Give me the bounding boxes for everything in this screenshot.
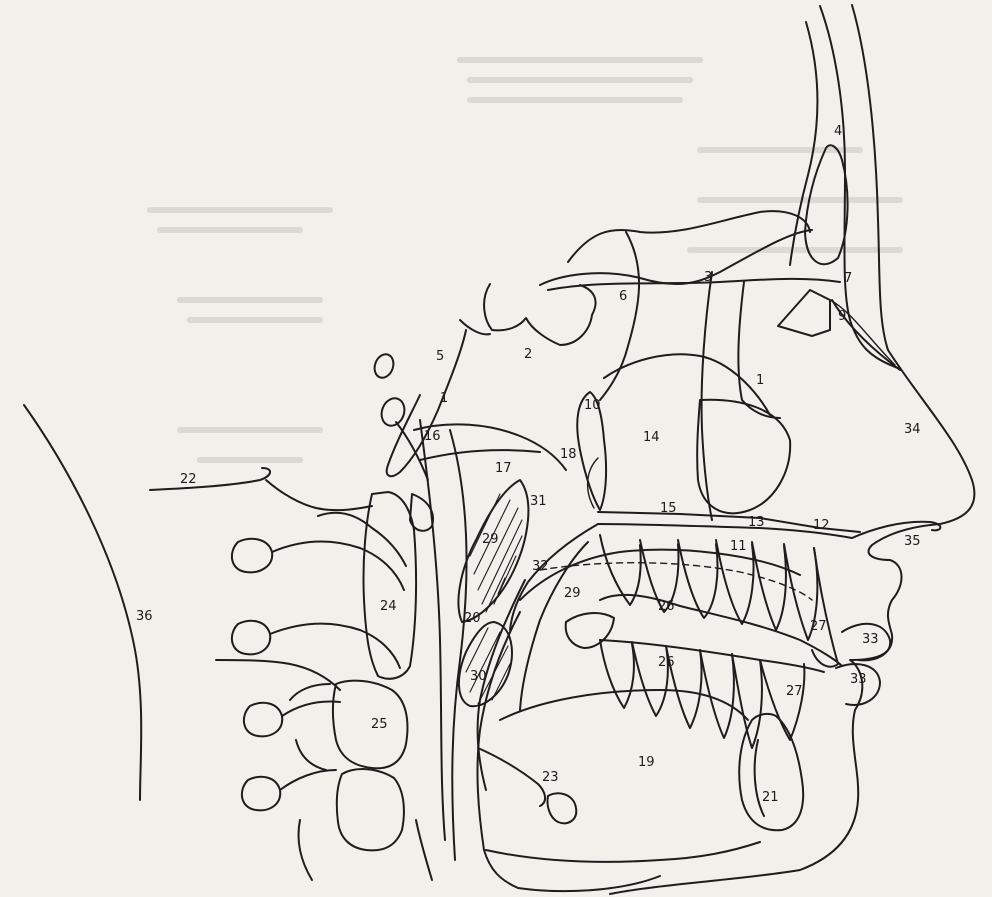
soft-tissue-profile <box>610 5 974 894</box>
frontal-bone-contour <box>790 22 818 265</box>
soft-tissue-forehead-inner <box>820 6 898 368</box>
label-3: 3 <box>704 270 712 285</box>
posterior-pharyngeal-wall <box>420 420 445 840</box>
label-27-lower: 27 <box>786 684 803 699</box>
label-19: 19 <box>638 755 655 770</box>
label-27-upper: 27 <box>810 619 827 634</box>
label-16: 16 <box>424 429 441 444</box>
sphenoid-sinus-outline <box>484 284 596 345</box>
adenoid-hatching <box>470 494 522 612</box>
background-bleed-through <box>150 60 900 460</box>
label-9: 9 <box>838 309 846 324</box>
label-34: 34 <box>904 422 921 437</box>
nasal-bone <box>778 290 830 336</box>
label-7: 7 <box>844 271 852 286</box>
orbit-lateral-line <box>702 272 712 520</box>
label-31: 31 <box>530 494 547 509</box>
label-33-lower: 33 <box>850 672 867 687</box>
hyoid-body <box>547 793 576 823</box>
label-35: 35 <box>904 534 921 549</box>
label-12: 12 <box>813 518 830 533</box>
label-30: 30 <box>470 669 487 684</box>
anterior-nasal-spine <box>852 522 940 538</box>
label-2: 2 <box>524 347 532 362</box>
anterior-cranial-base <box>540 230 812 285</box>
label-10: 10 <box>584 398 601 413</box>
mandible-lower-border <box>486 842 760 862</box>
label-26-lower: 26 <box>658 655 675 670</box>
hyoid-bone <box>478 748 545 806</box>
label-6: 6 <box>619 289 627 304</box>
mandibular-canal <box>500 690 748 720</box>
greater-wing-sphenoid <box>600 232 639 400</box>
label-14: 14 <box>643 430 660 445</box>
label-4: 4 <box>834 124 842 139</box>
label-25: 25 <box>371 717 388 732</box>
label-13: 13 <box>748 515 765 530</box>
planum-sphenoidale <box>568 211 810 262</box>
anatomical-labels: 1 1 2 3 4 5 6 7 9 10 11 12 13 14 15 16 1… <box>136 124 921 805</box>
zygoma-outline <box>697 400 790 513</box>
label-33-upper: 33 <box>862 632 879 647</box>
orbital-roof <box>548 279 840 290</box>
label-22: 22 <box>180 472 197 487</box>
label-20: 20 <box>464 611 481 626</box>
orbit-floor <box>604 354 770 415</box>
back-of-neck-line <box>24 405 141 800</box>
label-32: 32 <box>532 559 549 574</box>
ear-rod-large <box>378 395 408 429</box>
tonsil-tissue <box>459 622 512 706</box>
label-24: 24 <box>380 599 397 614</box>
label-1-orbit: 1 <box>756 373 764 388</box>
posterior-nasal-line <box>420 450 540 460</box>
ear-rod-small <box>371 352 396 381</box>
occipital-line <box>150 468 270 490</box>
label-26-upper: 26 <box>658 599 675 614</box>
label-18: 18 <box>560 447 577 462</box>
label-29-oral: 29 <box>564 586 581 601</box>
label-29-adenoid: 29 <box>482 532 499 547</box>
label-1: 1 <box>440 391 448 406</box>
cervical-vertebrae <box>216 480 433 880</box>
label-23: 23 <box>542 770 559 785</box>
label-36: 36 <box>136 609 153 624</box>
label-21: 21 <box>762 790 779 805</box>
label-11: 11 <box>730 539 747 554</box>
prevertebral-line <box>450 430 467 860</box>
label-5: 5 <box>436 349 444 364</box>
label-17: 17 <box>495 461 512 476</box>
label-15: 15 <box>660 501 677 516</box>
